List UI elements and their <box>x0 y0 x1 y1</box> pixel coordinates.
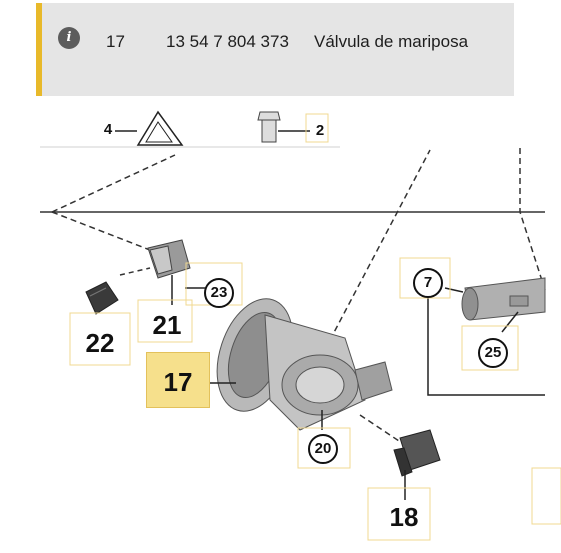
callout-2: 2 <box>315 122 325 139</box>
callout-21: 21 <box>152 310 182 340</box>
parts-diagram: 4 2 7 23 25 20 21 22 18 17 <box>0 100 561 553</box>
callout-18: 18 <box>389 502 419 532</box>
part-position: 17 <box>106 32 125 51</box>
connector-plug-part <box>85 281 119 315</box>
info-icon: i <box>58 27 80 49</box>
callout-25: 25 <box>478 338 508 368</box>
part-description: Válvula de mariposa <box>314 32 469 51</box>
throttle-body-part <box>216 298 393 431</box>
callout-17-highlight[interactable]: 17 <box>146 352 210 408</box>
diagram-drawing <box>40 110 561 541</box>
hose-part <box>461 277 546 321</box>
callout-22: 22 <box>85 328 115 358</box>
part-number: 13 54 7 804 373 <box>166 32 289 51</box>
sensor-connector-part <box>147 239 191 279</box>
cap-connector-part <box>393 429 441 477</box>
part-info-banner: i 17 13 54 7 804 373 Válvula de mariposa <box>36 3 514 96</box>
warning-label-part <box>136 110 184 146</box>
callout-4: 4 <box>103 121 113 138</box>
callout-23: 23 <box>204 278 234 308</box>
callout-7: 7 <box>413 268 443 298</box>
callout-20: 20 <box>308 434 338 464</box>
callout-17: 17 <box>163 367 193 397</box>
bolt-part <box>257 111 281 143</box>
